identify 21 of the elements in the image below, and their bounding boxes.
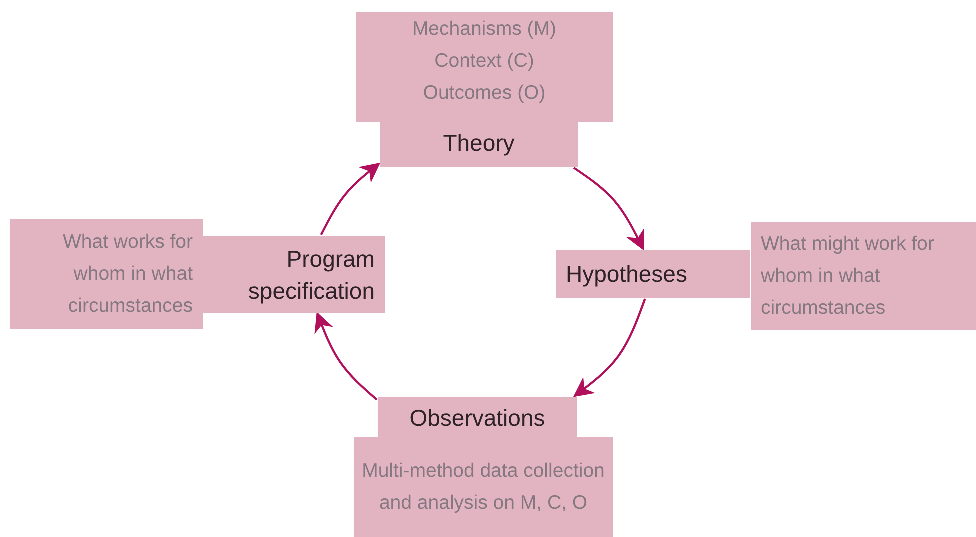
- arrow: [573, 167, 644, 251]
- description-box: [354, 437, 613, 537]
- description-text: Outcomes (O): [422, 81, 547, 106]
- stage-label: Hypotheses: [566, 260, 688, 289]
- arrow: [314, 312, 378, 401]
- description-text: Multi-method data collection and analysis on M, C, O: [362, 459, 605, 516]
- description-box: [356, 12, 613, 122]
- arrow: [573, 298, 646, 398]
- description-text: What works for whom in what circumstances: [62, 230, 193, 319]
- description-text: What might work for whom in what circumstances: [761, 232, 936, 321]
- stage-box: [378, 397, 577, 438]
- stage-label: Theory: [442, 128, 516, 158]
- description-box: [10, 219, 203, 329]
- stage-label: Program specification: [247, 244, 375, 306]
- stage-label: Observations: [408, 404, 546, 432]
- stage-box: [203, 236, 385, 313]
- stage-box: [556, 250, 750, 298]
- description-text: Context (C): [434, 49, 536, 74]
- description-box: [751, 222, 976, 330]
- arrow: [320, 162, 381, 236]
- description-text: Mechanisms (M): [411, 17, 558, 42]
